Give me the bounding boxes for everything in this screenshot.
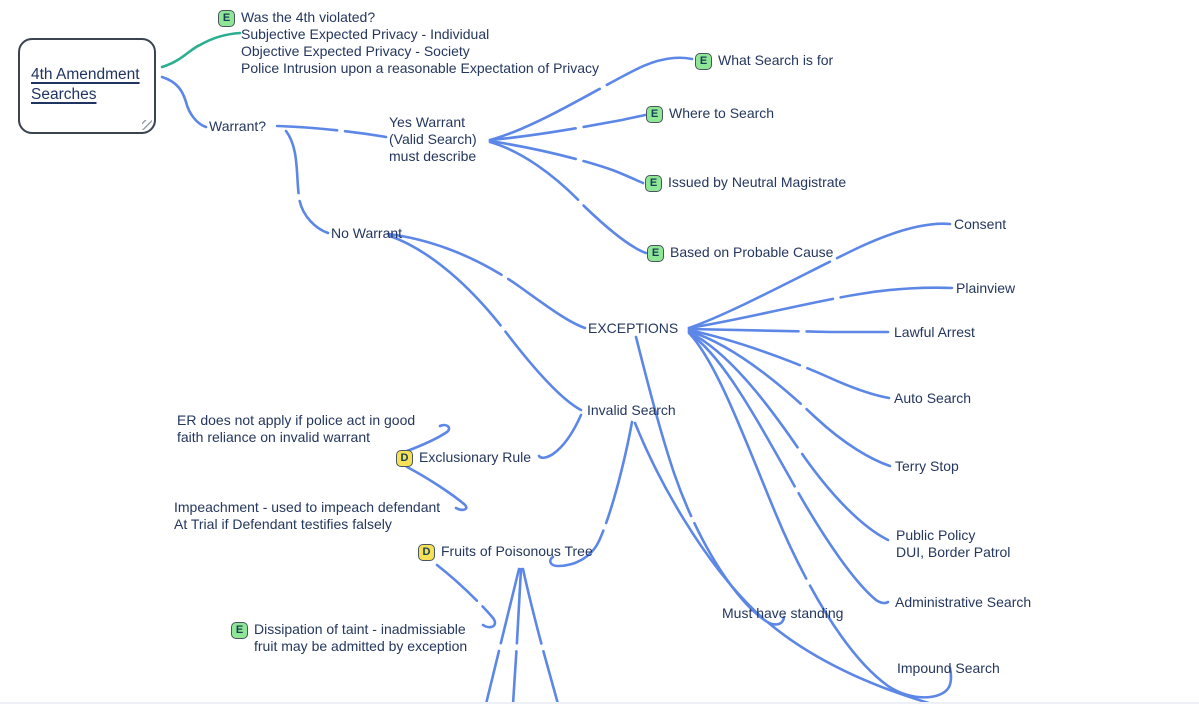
node-label: Yes Warrant (Valid Search) must describe xyxy=(389,114,477,164)
edge-invalid-exclusionary xyxy=(537,413,583,460)
edge-exceptions-consent xyxy=(687,222,952,330)
edge-invalid-offscreen xyxy=(633,421,934,704)
node-label: Plainview xyxy=(956,280,1016,296)
node-impeachment-note[interactable]: Impeachment - used to impeach defendant … xyxy=(174,499,440,533)
node-label: Invalid Search xyxy=(587,402,676,418)
node-terry-stop[interactable]: Terry Stop xyxy=(895,458,959,475)
edge-root-violated xyxy=(160,31,242,69)
root-node[interactable]: 4th Amendment Searches xyxy=(18,38,156,134)
node-label: Issued by Neutral Magistrate xyxy=(668,174,847,190)
node-label: Administrative Search xyxy=(895,594,1032,610)
node-label: Fruits of Poisonous Tree xyxy=(441,543,593,559)
edge-yes-based xyxy=(488,140,648,255)
edge-exceptions-plainview xyxy=(687,286,954,330)
badge-d-icon: D xyxy=(396,450,413,467)
node-warrant[interactable]: Warrant? xyxy=(209,118,266,135)
node-dissipation-of-taint[interactable]: E Dissipation of taint - inadmissiable f… xyxy=(231,621,467,655)
node-label: ER does not apply if police act in good … xyxy=(177,412,416,445)
edge-fruits-down-2 xyxy=(511,567,523,704)
badge-e-icon: E xyxy=(231,622,248,639)
node-label: Was the 4th violated? Subjective Expecte… xyxy=(241,9,599,76)
edge-no-invalid xyxy=(388,234,583,412)
edge-no-exceptions xyxy=(386,232,587,330)
node-auto-search[interactable]: Auto Search xyxy=(894,390,971,407)
node-impound-search[interactable]: Impound Search xyxy=(897,660,1000,677)
node-label: Public Policy DUI, Border Patrol xyxy=(896,527,1011,560)
edge-warrant-no xyxy=(284,129,330,235)
edge-fruits-down-1 xyxy=(484,567,521,704)
edge-exclusionary-impeachment xyxy=(405,465,468,512)
badge-e-icon: E xyxy=(647,245,664,262)
node-plainview[interactable]: Plainview xyxy=(956,280,1015,297)
edge-warrant-yes xyxy=(275,124,388,139)
node-label: What Search is for xyxy=(718,52,834,68)
badge-d-icon: D xyxy=(418,544,435,561)
node-label: Terry Stop xyxy=(895,458,959,474)
node-must-have-standing[interactable]: Must have standing xyxy=(722,605,843,622)
node-consent[interactable]: Consent xyxy=(954,216,1006,233)
node-label: Where to Search xyxy=(669,105,775,121)
badge-e-icon: E xyxy=(218,10,235,27)
node-lawful-arrest[interactable]: Lawful Arrest xyxy=(894,324,975,341)
edge-exceptions-auto xyxy=(687,328,891,400)
node-based-on-probable-cause[interactable]: E Based on Probable Cause xyxy=(647,244,833,262)
node-fruits-of-poisonous-tree[interactable]: D Fruits of Poisonous Tree xyxy=(418,543,593,561)
edge-yes-what xyxy=(488,56,694,142)
node-label: Warrant? xyxy=(209,118,267,134)
badge-e-icon: E xyxy=(646,106,663,123)
node-exclusionary-rule[interactable]: D Exclusionary Rule xyxy=(396,449,531,467)
node-label: Dissipation of taint - inadmissiable fru… xyxy=(254,621,468,654)
edge-yes-where xyxy=(488,113,647,142)
node-label: Exclusionary Rule xyxy=(419,449,532,465)
node-label: EXCEPTIONS xyxy=(588,320,679,336)
edge-invalid-fruits xyxy=(548,420,634,568)
node-label: Impound Search xyxy=(897,660,1000,676)
edge-fruits-down-3 xyxy=(521,567,560,704)
bottom-rule xyxy=(0,702,1199,704)
badge-e-icon: E xyxy=(645,175,662,192)
node-label: Must have standing xyxy=(722,605,844,621)
edge-exceptions-terry xyxy=(687,329,892,468)
node-where-to-search[interactable]: E Where to Search xyxy=(646,105,774,123)
resize-handle-icon[interactable] xyxy=(141,120,152,130)
edge-yes-issued xyxy=(488,139,645,185)
node-er-good-faith-note[interactable]: ER does not apply if police act in good … xyxy=(177,412,415,446)
edge-exceptions-standing xyxy=(634,335,786,626)
node-label: Based on Probable Cause xyxy=(670,244,834,260)
edge-exceptions-impound xyxy=(688,332,953,699)
node-label: Consent xyxy=(954,216,1007,232)
node-label: Auto Search xyxy=(894,390,972,406)
node-label: No Warrant xyxy=(331,225,403,241)
edge-exceptions-lawful xyxy=(687,327,890,334)
edge-exceptions-admin xyxy=(687,331,890,605)
node-administrative-search[interactable]: Administrative Search xyxy=(895,594,1031,611)
node-what-search-is-for[interactable]: E What Search is for xyxy=(695,52,833,70)
badge-e-icon: E xyxy=(695,53,712,70)
edge-fruits-dissipation xyxy=(435,563,497,629)
root-label: 4th Amendment Searches xyxy=(31,66,140,103)
edge-root-warrant xyxy=(160,75,208,129)
node-issued-by-neutral-magistrate[interactable]: E Issued by Neutral Magistrate xyxy=(645,174,846,192)
node-label: Impeachment - used to impeach defendant … xyxy=(174,499,441,532)
node-exceptions[interactable]: EXCEPTIONS xyxy=(588,320,678,337)
node-public-policy[interactable]: Public Policy DUI, Border Patrol xyxy=(896,527,1010,561)
edge-exclusionary-goodfaith xyxy=(405,423,451,453)
node-no-warrant[interactable]: No Warrant xyxy=(331,225,402,242)
edge-exceptions-public xyxy=(687,330,890,542)
node-was-4th-violated[interactable]: E Was the 4th violated? Subjective Expec… xyxy=(218,9,599,77)
node-label: Lawful Arrest xyxy=(894,324,975,340)
node-yes-warrant[interactable]: Yes Warrant (Valid Search) must describe xyxy=(389,114,477,165)
node-invalid-search[interactable]: Invalid Search xyxy=(587,402,676,419)
